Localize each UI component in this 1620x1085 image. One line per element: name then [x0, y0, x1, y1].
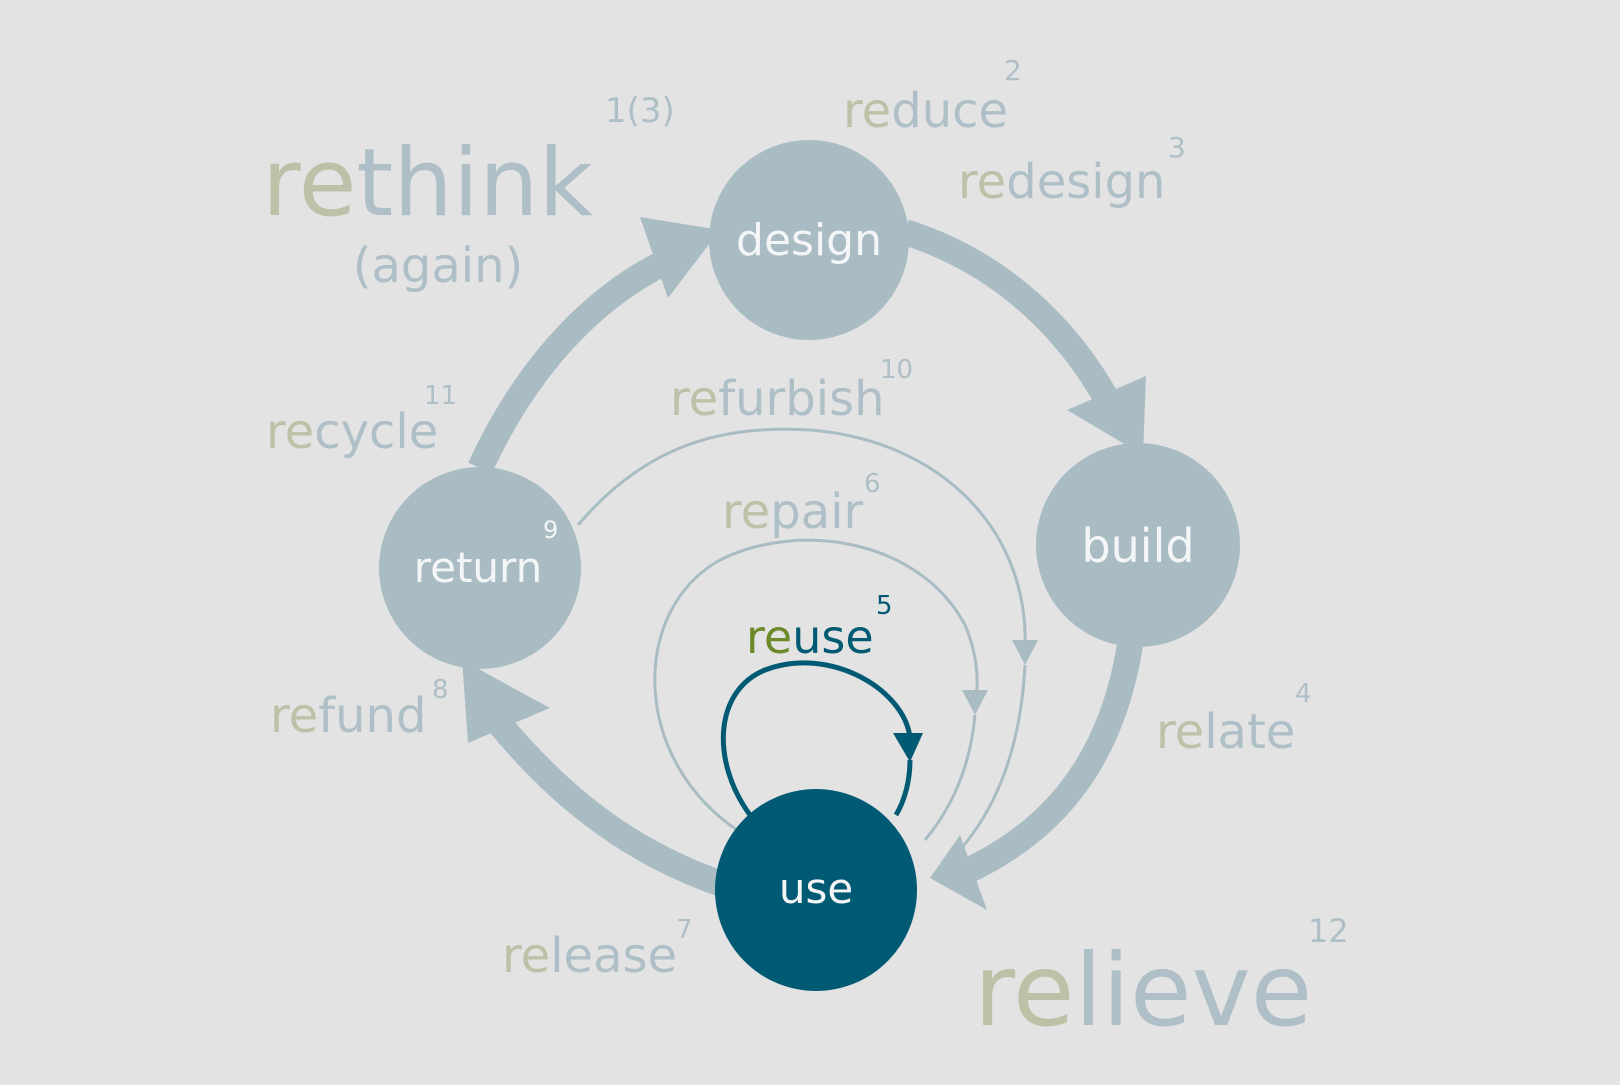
reuse-sup: 5: [876, 591, 893, 621]
node-return-label: return: [414, 543, 542, 592]
release-word: release: [502, 928, 677, 984]
reuse-word: reuse: [746, 610, 874, 664]
reduce-sup: 2: [1004, 54, 1022, 87]
repair-word: repair: [722, 484, 863, 540]
inner-loop-arrowheads: [962, 640, 1038, 715]
rethink-rest: think: [356, 129, 593, 238]
label-recycle: recycle 11: [266, 381, 457, 460]
recycle-word: recycle: [266, 404, 438, 460]
arrow-return-to-design: [468, 243, 686, 474]
node-build: build: [1036, 443, 1240, 647]
repair-loop-tail: [923, 714, 977, 841]
refund-prefix: re: [270, 688, 318, 744]
arrow-design-to-build: [901, 219, 1122, 412]
rethink-prefix: re: [262, 129, 356, 238]
refurbish-sup: 10: [880, 355, 913, 385]
recycle-prefix: re: [266, 404, 314, 460]
repair-prefix: re: [722, 484, 770, 540]
recycle-rest: cycle: [314, 404, 438, 460]
recycle-sup: 11: [424, 381, 457, 411]
label-redesign: redesign 3: [958, 131, 1186, 210]
node-design-label: design: [736, 215, 882, 266]
rethink-word: rethink: [262, 129, 594, 238]
refund-word: refund: [270, 688, 426, 744]
arrow-use-to-return: [487, 713, 730, 898]
refurbish-rest: furbish: [718, 371, 884, 427]
rethink-sup: 1(3): [605, 91, 675, 131]
node-design: design: [709, 140, 909, 340]
reduce-prefix: re: [843, 83, 891, 139]
release-prefix: re: [502, 928, 550, 984]
relieve-rest: lieve: [1074, 932, 1312, 1049]
redesign-prefix: re: [958, 154, 1006, 210]
redesign-word: redesign: [958, 154, 1165, 210]
arrowhead-reuse: [893, 733, 923, 762]
reduce-word: reduce: [843, 83, 1008, 139]
reuse-rest: use: [792, 610, 873, 664]
node-use-circle: [715, 789, 917, 991]
release-rest: lease: [550, 928, 677, 984]
relieve-prefix: re: [974, 932, 1074, 1049]
repair-rest: pair: [770, 484, 863, 540]
relate-rest: late: [1204, 704, 1295, 760]
release-sup: 7: [676, 915, 693, 945]
refurbish-loop-tail: [958, 664, 1027, 851]
label-refund: refund 8: [270, 675, 449, 744]
rethink-sub: (again): [353, 238, 524, 294]
reuse-loop-tail: [893, 759, 913, 817]
node-design-circle: [709, 140, 909, 340]
relate-sup: 4: [1295, 679, 1312, 709]
refurbish-word: refurbish: [670, 371, 885, 427]
relate-prefix: re: [1156, 704, 1204, 760]
label-release: release 7: [502, 915, 693, 984]
label-reuse: reuse 5: [746, 591, 893, 664]
label-rethink: rethink 1(3) (again): [262, 91, 675, 294]
reuse-loop: [720, 660, 923, 817]
reduce-rest: duce: [891, 83, 1008, 139]
label-repair: repair 6: [722, 469, 881, 540]
arrowhead-use: [930, 835, 987, 910]
relieve-sup: 12: [1308, 912, 1349, 950]
reuse-prefix: re: [746, 610, 792, 664]
repair-loop: [653, 538, 979, 834]
node-use: use: [715, 789, 917, 991]
return-sup: 9: [543, 516, 558, 544]
label-relate: relate 4: [1156, 679, 1312, 760]
relieve-word: relieve: [974, 932, 1312, 1049]
arrowhead-design: [640, 217, 720, 298]
redesign-sup: 3: [1168, 131, 1186, 164]
node-return: return 9: [379, 467, 581, 669]
refund-rest: fund: [318, 688, 426, 744]
repair-sup: 6: [864, 469, 881, 499]
node-build-circle: [1036, 443, 1240, 647]
reuse-loop-path: [720, 660, 913, 817]
refurbish-prefix: re: [670, 371, 718, 427]
arrowhead-repair: [962, 690, 988, 715]
main-cycle-arrowheads: [462, 217, 1146, 910]
node-build-label: build: [1081, 519, 1194, 573]
label-refurbish: refurbish 10: [670, 355, 913, 427]
arrow-build-to-use: [959, 642, 1143, 884]
node-use-label: use: [779, 864, 853, 913]
node-return-circle: [379, 467, 581, 669]
arrowhead-refurbish: [1012, 640, 1038, 665]
refund-sup: 8: [432, 675, 449, 705]
redesign-rest: design: [1006, 154, 1165, 210]
relate-word: relate: [1156, 704, 1295, 760]
refurbish-loop: [576, 427, 1027, 651]
label-reduce: reduce 2: [843, 54, 1022, 139]
arrowhead-return: [462, 660, 550, 743]
main-cycle-arrows: [468, 219, 1143, 898]
arrowhead-build: [1067, 376, 1146, 455]
label-relieve: relieve 12: [974, 912, 1349, 1049]
inner-loops: [576, 427, 1027, 851]
